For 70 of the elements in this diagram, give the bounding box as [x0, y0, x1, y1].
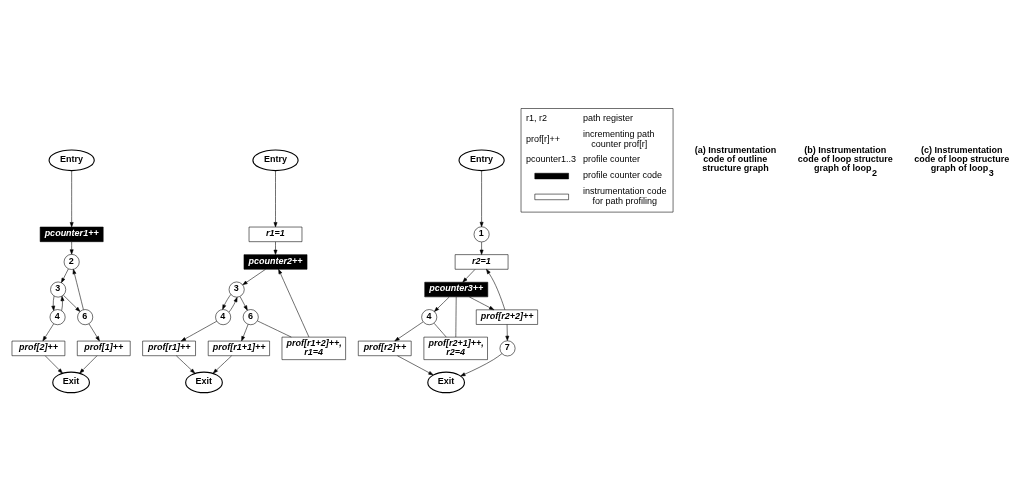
- arrow: [273, 241, 278, 255]
- label: r1, r2: [526, 112, 548, 123]
- arrow: [51, 295, 56, 311]
- arrow: [434, 296, 450, 312]
- arrow: [42, 323, 54, 342]
- arrow: [241, 324, 249, 342]
- node-circle: 4: [215, 309, 231, 325]
- arrow: [505, 324, 510, 341]
- arrow: [44, 355, 63, 374]
- arrow: [479, 241, 484, 255]
- node-circle: 6: [77, 309, 94, 325]
- node-ellipse: Entry: [48, 149, 95, 172]
- arrow: [180, 321, 217, 342]
- arrow: [69, 170, 74, 228]
- label: incrementing path counter prof[r]: [582, 128, 655, 149]
- arrow: [462, 269, 476, 283]
- node-ellipse: Entry: [458, 149, 505, 172]
- arrow: [486, 269, 506, 311]
- node-circle: 3: [228, 281, 245, 298]
- legend-label: instrumentation code for path profiling: [582, 185, 667, 207]
- label: pcounter1..3: [526, 154, 577, 165]
- connector: [455, 296, 457, 338]
- label: prof[r]++: [526, 133, 561, 144]
- arrow: [469, 296, 495, 311]
- node-box: prof[r2+2]++: [476, 309, 538, 325]
- node-circle: 4: [49, 309, 66, 325]
- node-circle: 1: [473, 226, 490, 243]
- arrow: [63, 294, 81, 312]
- label: (a) Instrumentation code of outline structure graph: [694, 145, 777, 174]
- arrow: [212, 355, 232, 374]
- arrow: [397, 355, 434, 376]
- arrow: [88, 323, 100, 342]
- node-circle: 3: [50, 281, 67, 298]
- node-box: prof[1]++: [77, 340, 131, 356]
- node-ellipse: Exit: [185, 371, 223, 394]
- node-box: prof[r2+1]++, r2=4: [423, 336, 488, 360]
- node-box: prof[r1+1]++: [207, 340, 270, 356]
- label: profile counter: [582, 154, 641, 165]
- node-ellipse: Exit: [52, 371, 90, 394]
- arrow: [242, 269, 266, 286]
- arrow: [460, 353, 503, 377]
- node-ellipse: Entry: [252, 149, 299, 172]
- arrow: [278, 269, 310, 338]
- arrow: [394, 321, 424, 342]
- arrow: [176, 355, 196, 374]
- arrow: [228, 297, 238, 313]
- node-circle: 6: [242, 309, 259, 325]
- node-circle: 2: [63, 254, 80, 270]
- arrow: [61, 268, 69, 283]
- node-box: prof[2]++: [11, 340, 66, 356]
- label: path register: [582, 112, 633, 123]
- arrow: [72, 269, 84, 310]
- node-circle: 7: [499, 340, 516, 357]
- node-box: prof[r1]++: [142, 340, 196, 356]
- legend-label: profile counter code: [582, 170, 663, 181]
- arrow: [69, 241, 74, 255]
- arrow: [273, 170, 278, 228]
- node-box: r1=1: [248, 226, 303, 242]
- node-circle: 4: [421, 309, 438, 325]
- arrow: [479, 170, 484, 227]
- arrow: [239, 296, 248, 311]
- arrow: [222, 294, 232, 310]
- arrow: [79, 355, 98, 374]
- arrow: [60, 295, 65, 311]
- node-box: prof[r2]++: [358, 340, 412, 356]
- node-box: pcounter1++: [39, 226, 104, 242]
- node-box: r2=1: [454, 254, 509, 270]
- node-box: prof[r1+2]++, r1=4: [281, 336, 346, 360]
- node-box: pcounter2++: [243, 254, 308, 270]
- node-box: pcounter3++: [424, 281, 489, 298]
